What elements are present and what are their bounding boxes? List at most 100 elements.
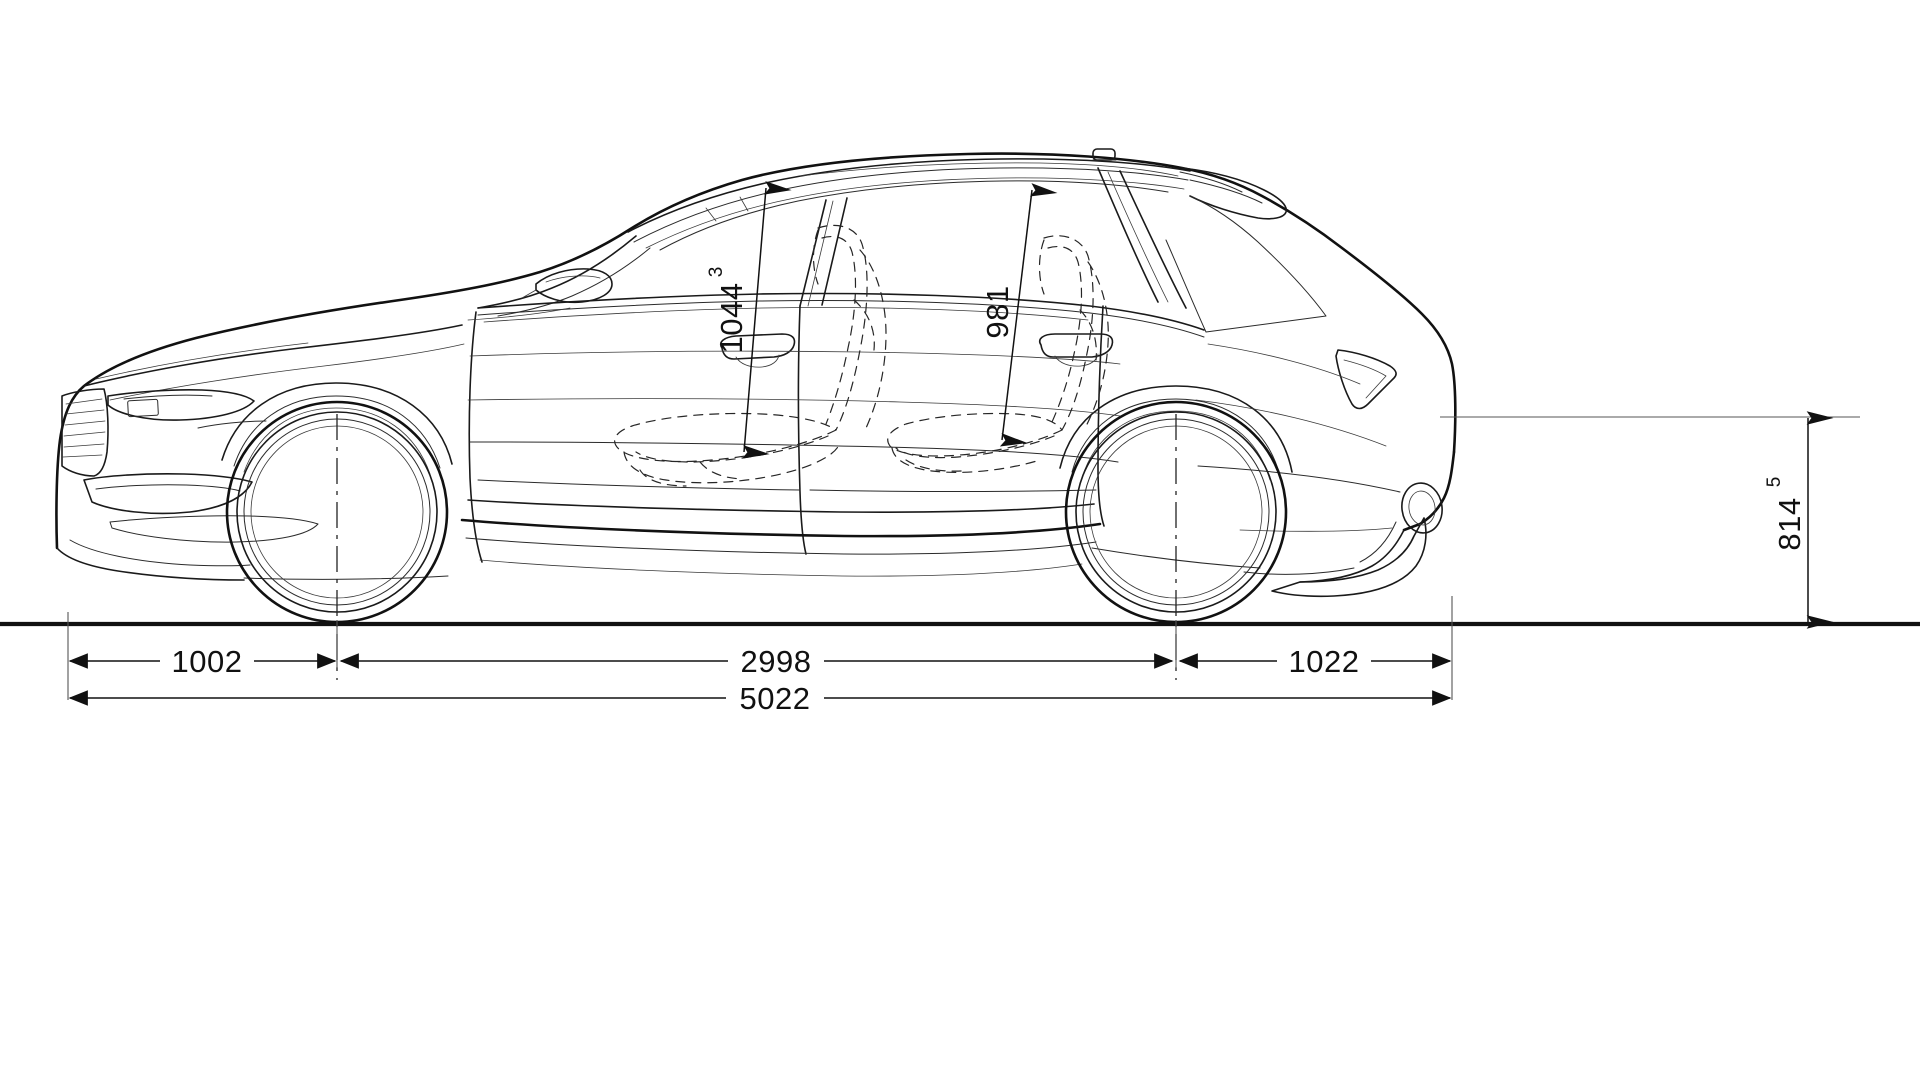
rear-lower-blade bbox=[1243, 567, 1355, 575]
rear-tailgate-outline bbox=[1402, 450, 1456, 532]
front-fender-arch-inner2 bbox=[243, 407, 431, 475]
rear-diffuser-outline bbox=[1271, 517, 1427, 598]
rear-door-sill-line bbox=[809, 489, 1097, 492]
rear-seat-cushion-inner bbox=[895, 435, 1055, 459]
taillight-inner bbox=[1343, 359, 1387, 399]
headlight-inner-detail bbox=[123, 394, 213, 400]
c-pillar-front-edge bbox=[1097, 167, 1159, 303]
mirror-detail bbox=[545, 275, 601, 283]
front-door-front-edge bbox=[468, 311, 483, 563]
rear-load-height-value: 814 bbox=[1772, 497, 1807, 550]
rocker-sill-bottom bbox=[479, 559, 1083, 577]
headlight-module bbox=[127, 398, 159, 418]
hood-crease-lower bbox=[109, 343, 465, 401]
front-bumper-lower bbox=[56, 547, 245, 581]
grille-slat-6 bbox=[62, 454, 103, 458]
front-seat-backrest bbox=[817, 224, 868, 431]
grille-slat-3 bbox=[64, 420, 106, 426]
roof-spoiler bbox=[1181, 167, 1288, 220]
taillight-outline bbox=[1335, 349, 1397, 410]
roof-spoiler-inner-line bbox=[1189, 179, 1263, 204]
beltline-chrome bbox=[477, 300, 1205, 338]
front-door-sill-line bbox=[477, 479, 801, 491]
grille-slat-1 bbox=[65, 398, 103, 405]
rear-seat-backrest-inner bbox=[1047, 245, 1083, 423]
front-seat-base bbox=[623, 441, 841, 484]
rear-fender-arch bbox=[1059, 385, 1293, 473]
front-headroom-arrow-line bbox=[742, 181, 792, 459]
grille-slat-5 bbox=[63, 443, 105, 448]
b-pillar-inner bbox=[807, 200, 834, 307]
front-headroom-superscript: 3 bbox=[706, 267, 727, 278]
rear-seat-headrest bbox=[1038, 239, 1045, 295]
headlight-outline bbox=[107, 389, 255, 421]
exhaust-tip bbox=[1401, 482, 1443, 534]
rear-floor-dash bbox=[905, 459, 963, 472]
wheels-group bbox=[225, 400, 1288, 680]
front-underbody bbox=[243, 575, 449, 580]
front-seat-track-dash bbox=[699, 461, 743, 480]
front-bumper-splitter bbox=[69, 539, 251, 567]
front-bumper-blade bbox=[109, 515, 319, 543]
rocker-sill-lower bbox=[465, 537, 1097, 555]
mirror-arm bbox=[521, 289, 537, 299]
exhaust-tip-inner bbox=[1408, 490, 1436, 526]
front-grille-outline bbox=[61, 388, 109, 477]
dimension-front-headroom: 1044 3 bbox=[706, 181, 792, 459]
c-pillar-inner bbox=[1107, 171, 1169, 303]
side-mirror bbox=[535, 268, 613, 304]
front-seat-cushion bbox=[614, 412, 837, 463]
rear-door-rear-edge bbox=[1097, 305, 1105, 527]
rear-quarter-crease bbox=[1207, 343, 1361, 385]
front-seat-backrest-inner bbox=[821, 235, 857, 425]
extension-lines-group bbox=[67, 596, 1453, 700]
body-main-outline bbox=[55, 152, 1457, 550]
rear-overhang-value: 1022 bbox=[1289, 644, 1360, 679]
overall-length-label-bg bbox=[726, 678, 824, 714]
front-fender-arch-inner bbox=[233, 395, 441, 469]
grille-slat-2 bbox=[65, 409, 105, 415]
rear-quarter-crease-3 bbox=[1197, 465, 1401, 493]
body-character-line-lower bbox=[469, 441, 1119, 463]
rocker-sill-main bbox=[460, 518, 1102, 538]
wheelbase-label-bg bbox=[728, 641, 824, 677]
cowl-line bbox=[467, 307, 571, 321]
hood-shutline bbox=[83, 324, 463, 387]
grille-slat-4 bbox=[63, 431, 106, 437]
front-pillar-trim-dash bbox=[859, 249, 887, 429]
a-pillar bbox=[477, 235, 637, 309]
rear-load-height-superscript: 5 bbox=[1764, 477, 1785, 488]
wheelbase-value: 2998 bbox=[741, 644, 812, 679]
overall-length-value: 5022 bbox=[740, 681, 811, 716]
body-character-line-upper bbox=[469, 350, 1121, 365]
dimension-rear-load-height: 814 5 bbox=[1440, 411, 1860, 629]
rear-pillar-trim-dash bbox=[1083, 261, 1109, 431]
rear-seat-backrest bbox=[1043, 235, 1094, 431]
hood-crease-upper bbox=[95, 342, 309, 380]
rear-quarter-window bbox=[1165, 195, 1327, 333]
roof-rail bbox=[627, 158, 1191, 233]
front-overhang-value: 1002 bbox=[172, 644, 243, 679]
rear-seat-side-dash bbox=[1079, 309, 1097, 361]
rear-fender-arch-inner2 bbox=[1081, 410, 1271, 481]
rear-quarter-crease-2 bbox=[1195, 399, 1387, 447]
roof-rail-detail bbox=[645, 177, 1185, 249]
roof-rail-lower-line bbox=[633, 167, 1189, 243]
rear-bumper-upper bbox=[1299, 529, 1405, 583]
b-pillar-rear-edge bbox=[821, 197, 848, 306]
front-air-intake-outer bbox=[83, 473, 253, 515]
front-seat-headrest bbox=[812, 229, 819, 285]
dimension-row-overall: 5022 bbox=[68, 678, 1452, 716]
rear-headroom-value: 981 bbox=[980, 285, 1015, 338]
dimension-row-axles: 1002 2998 1022 bbox=[68, 641, 1452, 679]
rear-overhang-label-bg bbox=[1277, 641, 1371, 677]
front-seat-lower-support bbox=[639, 469, 687, 487]
front-seat-side-dash bbox=[853, 299, 875, 351]
rear-fender-arch-inner bbox=[1071, 398, 1281, 477]
front-air-intake-inner bbox=[95, 484, 241, 492]
c-pillar-rear-edge bbox=[1119, 170, 1187, 309]
front-overhang-label-bg bbox=[160, 641, 254, 677]
rear-headroom-arrow-line bbox=[999, 183, 1058, 447]
